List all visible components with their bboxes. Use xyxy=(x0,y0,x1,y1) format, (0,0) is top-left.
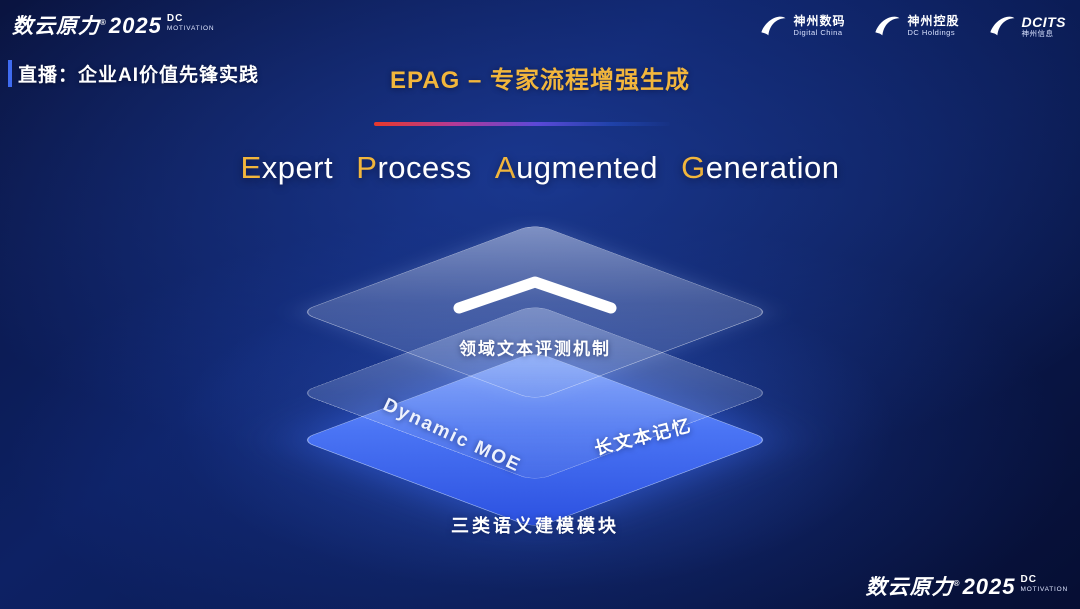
brand-sub-motivation: MOTIVATION xyxy=(1020,586,1068,593)
swoosh-icon xyxy=(875,16,900,36)
hero-word: Generation xyxy=(681,150,839,185)
brand-name: 数云原力 xyxy=(865,576,954,599)
brand-subtitle: DC MOTIVATION xyxy=(167,14,214,33)
partner-logos: 神州数码 Digital China 神州控股 DC Holdings DCIT… xyxy=(759,12,1066,40)
hero-title: Expert Process Augmented Generation xyxy=(0,150,1080,186)
hero-rest: ugmented xyxy=(516,150,658,185)
brand-year: 2025 xyxy=(108,13,162,38)
hero-word: Augmented xyxy=(495,150,658,185)
brand-sub-motivation: MOTIVATION xyxy=(166,25,215,32)
brand-year: 2025 xyxy=(962,574,1016,599)
logo-line2: Digital China xyxy=(793,27,843,37)
logo-line1: DCITS xyxy=(1021,13,1066,30)
logo-text: 神州数码 Digital China xyxy=(793,13,846,37)
logo-line2: DC Holdings xyxy=(907,27,956,37)
logo-dc-holdings: 神州控股 DC Holdings xyxy=(873,12,959,40)
title-divider-line xyxy=(374,122,670,126)
logo-text: DCITS 神州信息 xyxy=(1022,14,1067,39)
hero-rest: xpert xyxy=(261,150,334,185)
brand-sub-dc: DC xyxy=(166,13,184,24)
brand-wordmark: 数云原力®2025 xyxy=(12,10,162,40)
hero-initial: A xyxy=(494,150,517,185)
chevron-up-icon xyxy=(453,276,617,314)
layer-bottom-label: 三类语义建模模块 xyxy=(451,516,619,536)
logo-line2: 神州信息 xyxy=(1021,28,1054,38)
brand-reg-mark: ® xyxy=(100,18,107,27)
hero-rest: eneration xyxy=(705,150,840,185)
live-label: 直播：企业AI价值先锋实践 xyxy=(8,60,259,87)
logo-dcits: DCITS 神州信息 xyxy=(988,12,1067,40)
hero-word: Process xyxy=(356,150,472,185)
logo-text: 神州控股 DC Holdings xyxy=(907,13,960,37)
brand-name: 数云原力 xyxy=(12,15,100,38)
layer-top-label: 领域文本评测机制 xyxy=(459,339,611,359)
brand-logo-bottom-right: 数云原力®2025 DC MOTIVATION xyxy=(866,571,1068,601)
logo-digital-china: 神州数码 Digital China xyxy=(759,12,845,40)
brand-logo-top-left: 数云原力®2025 DC MOTIVATION xyxy=(12,10,214,40)
brand-wordmark: 数云原力®2025 xyxy=(866,571,1016,601)
brand-reg-mark: ® xyxy=(953,579,961,588)
brand-sub-dc: DC xyxy=(1020,574,1037,585)
logo-line1: 神州控股 xyxy=(907,13,960,28)
logo-line1: 神州数码 xyxy=(793,13,846,28)
swoosh-icon xyxy=(989,16,1014,36)
swoosh-icon xyxy=(761,16,786,36)
hero-initial: E xyxy=(240,150,262,185)
hero-word: Expert xyxy=(241,150,334,185)
page-title: EPAG – 专家流程增强生成 xyxy=(390,67,690,94)
hero-initial: P xyxy=(356,150,378,185)
hero-rest: rocess xyxy=(377,150,472,185)
brand-subtitle: DC MOTIVATION xyxy=(1021,575,1068,594)
hero-initial: G xyxy=(681,150,706,185)
